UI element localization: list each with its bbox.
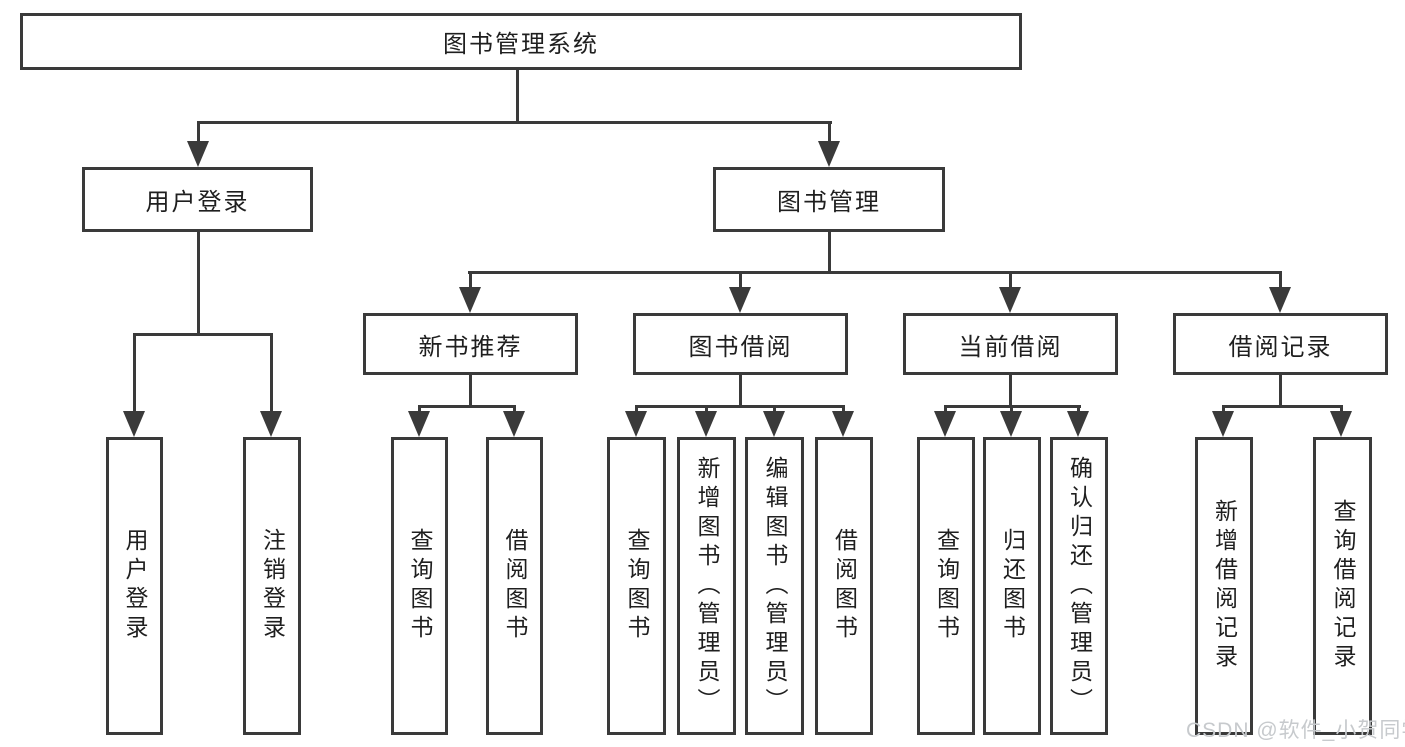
arrow-down-icon [625, 411, 647, 437]
connector-line [469, 375, 472, 407]
connector-line [270, 335, 273, 413]
node-user-login: 用户登录 [82, 167, 313, 232]
node-borrow-records: 借阅记录 [1173, 313, 1388, 375]
connector-line [418, 405, 516, 408]
node-book-borrow: 图书借阅 [633, 313, 848, 375]
leaf-query-books-borrow: 查询图书 [607, 437, 666, 735]
arrow-down-icon [503, 411, 525, 437]
node-current-borrow: 当前借阅 [903, 313, 1118, 375]
arrow-down-icon [695, 411, 717, 437]
leaf-return-books: 归还图书 [983, 437, 1041, 735]
leaf-add-book-admin: 新增图书（管理员） [677, 437, 736, 735]
leaf-logout: 注销登录 [243, 437, 301, 735]
connector-line [133, 335, 136, 413]
leaf-query-borrow-record: 查询借阅记录 [1313, 437, 1372, 735]
connector-line [468, 271, 1282, 274]
leaf-confirm-return-admin: 确认归还（管理员） [1050, 437, 1108, 735]
connector-line [1279, 273, 1282, 289]
leaf-query-books-current: 查询图书 [917, 437, 975, 735]
node-root-system: 图书管理系统 [20, 13, 1022, 70]
leaf-query-books-recommend: 查询图书 [391, 437, 448, 735]
leaf-add-borrow-record: 新增借阅记录 [1195, 437, 1253, 735]
connector-line [197, 121, 832, 124]
arrow-down-icon [1269, 287, 1291, 313]
leaf-user-login: 用户登录 [106, 437, 163, 735]
connector-line [133, 333, 273, 336]
connector-line [739, 375, 742, 407]
connector-line [469, 273, 472, 289]
connector-line [197, 123, 200, 143]
arrow-down-icon [729, 287, 751, 313]
connector-line [197, 232, 200, 335]
arrow-down-icon [1330, 411, 1352, 437]
arrow-down-icon [1212, 411, 1234, 437]
arrow-down-icon [934, 411, 956, 437]
connector-line [1279, 375, 1282, 407]
arrow-down-icon [999, 287, 1021, 313]
arrow-down-icon [187, 141, 209, 167]
connector-line [516, 70, 519, 123]
arrow-down-icon [1000, 411, 1022, 437]
arrow-down-icon [832, 411, 854, 437]
arrow-down-icon [763, 411, 785, 437]
connector-line [1009, 375, 1012, 407]
csdn-watermark: CSDN @软件_小贺同学 [1186, 719, 1405, 742]
arrow-down-icon [459, 287, 481, 313]
arrow-down-icon [260, 411, 282, 437]
connector-line [635, 405, 845, 408]
arrow-down-icon [123, 411, 145, 437]
connector-line [828, 123, 831, 143]
node-book-management: 图书管理 [713, 167, 945, 232]
leaf-edit-book-admin: 编辑图书（管理员） [745, 437, 804, 735]
arrow-down-icon [818, 141, 840, 167]
arrow-down-icon [408, 411, 430, 437]
leaf-borrow-books: 借阅图书 [815, 437, 873, 735]
connector-line [1009, 273, 1012, 289]
connector-line [739, 273, 742, 289]
node-new-book-recommend: 新书推荐 [363, 313, 578, 375]
connector-line [828, 232, 831, 273]
connector-line [1222, 405, 1343, 408]
leaf-borrow-books-recommend: 借阅图书 [486, 437, 543, 735]
connector-line [944, 405, 1081, 408]
arrow-down-icon [1067, 411, 1089, 437]
